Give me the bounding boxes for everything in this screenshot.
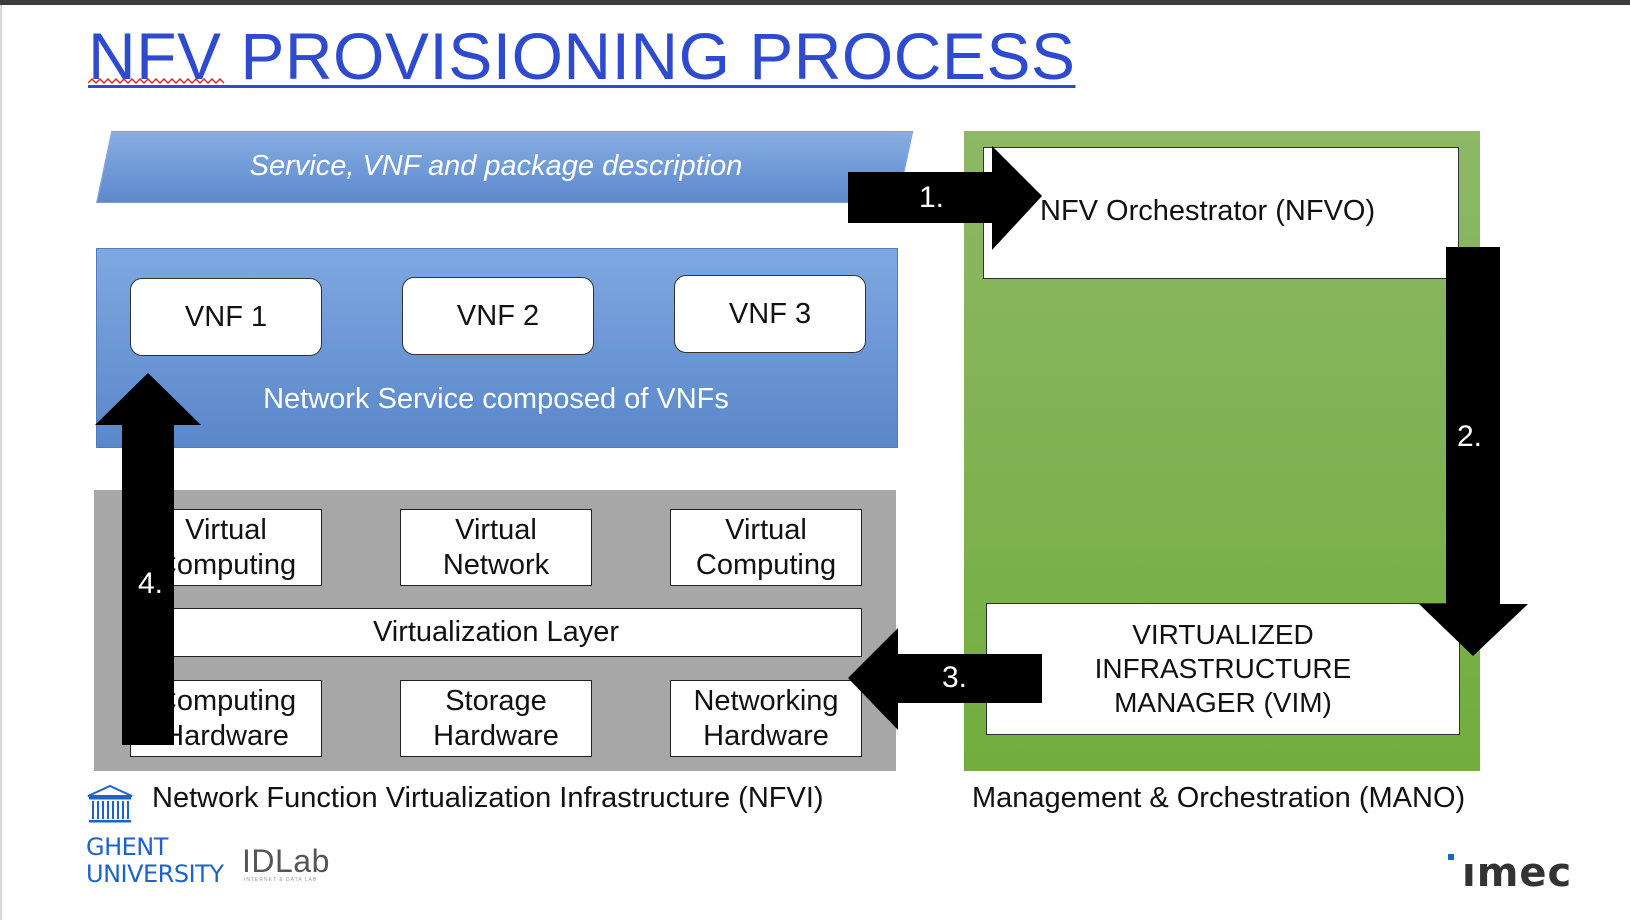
nfvo-label: NFV Orchestrator (NFVO) bbox=[1040, 195, 1376, 227]
ghent-university-building-icon bbox=[87, 784, 133, 823]
nfvi-caption: Network Function Virtualization Infrastr… bbox=[152, 782, 824, 814]
networking-hardware-box: Networking Hardware bbox=[670, 680, 862, 757]
step-1-label: 1. bbox=[919, 181, 945, 214]
imec-logo-text: ımec bbox=[1462, 850, 1573, 896]
step-4-label: 4. bbox=[138, 567, 164, 600]
mano-caption: Management & Orchestration (MANO) bbox=[972, 782, 1466, 814]
spellcheck-squiggle bbox=[88, 78, 225, 85]
vim-box: VIRTUALIZED INFRASTRUCTURE MANAGER (VIM) bbox=[986, 603, 1460, 735]
imec-logo-dot bbox=[1448, 854, 1454, 860]
step-3-label: 3. bbox=[942, 661, 968, 694]
idlab-logo-text: IDLab bbox=[242, 843, 330, 879]
step-2-label: 2. bbox=[1457, 420, 1483, 453]
network-service-label: Network Service composed of VNFs bbox=[263, 383, 729, 415]
slide-title: NFV PROVISIONING PROCESS bbox=[88, 19, 1076, 93]
virtual-computing-box-2: Virtual Computing bbox=[670, 509, 862, 586]
virtualization-layer-box: Virtualization Layer bbox=[130, 608, 862, 657]
ghent-university-logo-text: GHENT UNIVERSITY bbox=[86, 833, 224, 888]
storage-hardware-box: Storage Hardware bbox=[400, 680, 592, 757]
vnf-2-box: VNF 2 bbox=[402, 277, 594, 355]
left-border bbox=[0, 5, 2, 920]
vnf-3-box: VNF 3 bbox=[674, 275, 866, 353]
vim-label: VIRTUALIZED INFRASTRUCTURE MANAGER (VIM) bbox=[1094, 619, 1352, 718]
vnf-1-box: VNF 1 bbox=[130, 278, 322, 356]
virtual-network-box: Virtual Network bbox=[400, 509, 592, 586]
top-border bbox=[0, 0, 1630, 5]
idlab-logo-subtext: INTERNET & DATA LAB bbox=[244, 877, 318, 883]
nfvo-box bbox=[983, 147, 1459, 279]
computing-hardware-box: Computing Hardware bbox=[130, 680, 322, 757]
description-banner-text: Service, VNF and package description bbox=[249, 150, 743, 182]
